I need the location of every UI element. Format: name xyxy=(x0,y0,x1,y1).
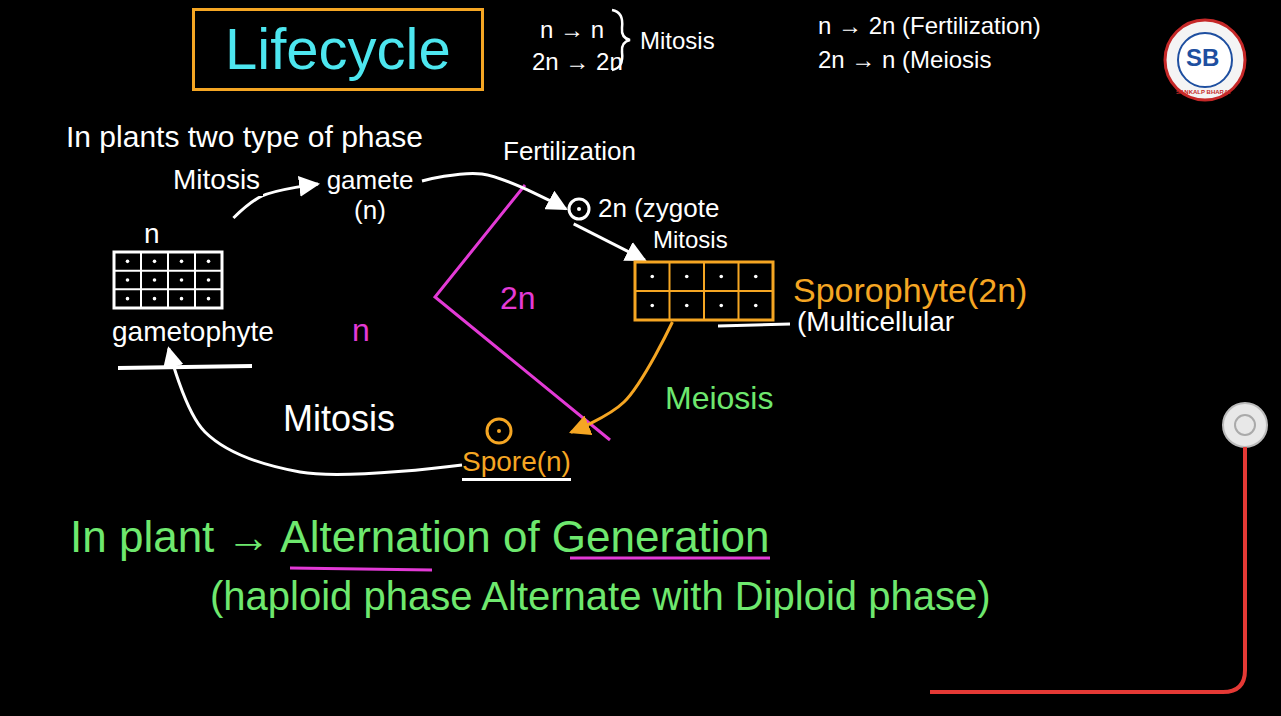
node-text: n xyxy=(144,218,160,250)
grid-line xyxy=(140,252,142,308)
cell-nucleus xyxy=(126,260,130,264)
cell-grid xyxy=(112,250,224,310)
cell-nucleus xyxy=(207,297,211,301)
cell-nucleus xyxy=(719,275,723,279)
node-text: gamete (n) xyxy=(318,166,422,226)
gamete-node: gamete (n) xyxy=(318,166,422,226)
cell-nucleus xyxy=(754,304,758,308)
cell-nucleus xyxy=(153,297,157,301)
cycle-arrow xyxy=(169,348,462,474)
cell-circle xyxy=(566,196,592,222)
logo-circle xyxy=(1165,20,1245,100)
cycle-arrow xyxy=(574,224,645,260)
cell-nucleus xyxy=(180,278,184,282)
cable-plug-ring xyxy=(1235,415,1255,435)
phase-label: n xyxy=(352,312,370,349)
annotation: (Multicellular xyxy=(797,306,954,338)
summary-text: In plant → Alternation of Generation xyxy=(70,512,770,562)
spore-node: Spore(n) xyxy=(462,416,571,481)
cell-nucleus xyxy=(685,304,689,308)
grid-line xyxy=(194,252,196,308)
cell-nucleus xyxy=(126,278,130,282)
note: 2n → n (Meiosis xyxy=(818,46,991,74)
cell-nucleus xyxy=(754,275,758,279)
note: n → 2n (Fertilization) xyxy=(818,12,1041,40)
grid-line xyxy=(167,252,169,308)
cable-plug xyxy=(1223,403,1267,447)
cell-nucleus xyxy=(207,278,211,282)
cell-outline xyxy=(569,199,589,219)
node-text: Sporophyte(2n) xyxy=(793,271,1027,310)
node-text: gametophyte xyxy=(112,316,274,348)
edge-label: Mitosis xyxy=(280,398,398,440)
cell-grid xyxy=(633,260,775,322)
cell-nucleus xyxy=(497,429,501,433)
note: 2n → 2n xyxy=(532,48,623,76)
edge-label: Fertilization xyxy=(500,136,639,167)
cell-nucleus xyxy=(153,260,157,264)
edge-label: Meiosis xyxy=(662,380,776,417)
edge-label: Mitosis xyxy=(170,164,263,196)
logo-ring-text: SANKALP BHARAT xyxy=(1176,89,1231,95)
underline xyxy=(118,366,252,368)
edge-label: Mitosis xyxy=(650,226,731,254)
cell-nucleus xyxy=(153,278,157,282)
note: Mitosis xyxy=(640,27,715,55)
cycle-arrow xyxy=(422,173,566,209)
title-box: Lifecycle xyxy=(192,8,484,91)
node-text: Spore(n) xyxy=(462,446,571,481)
node-text: 2n (zygote xyxy=(598,194,719,224)
grid-line xyxy=(114,270,222,272)
cell-nucleus xyxy=(685,275,689,279)
cell-circle xyxy=(484,416,514,446)
cell-nucleus xyxy=(126,297,130,301)
gametophyte-node: n gametophyte xyxy=(112,218,274,348)
grid-line xyxy=(635,290,773,292)
grid-outline xyxy=(114,252,222,308)
note: n → n xyxy=(540,16,604,44)
cell-nucleus xyxy=(577,207,581,211)
phase-divider xyxy=(435,185,610,440)
zygote-node: 2n (zygote xyxy=(566,194,719,224)
cell-nucleus xyxy=(650,304,654,308)
cell-outline xyxy=(487,419,511,443)
cycle-arrow xyxy=(571,322,673,432)
cell-nucleus xyxy=(180,297,184,301)
grid-line xyxy=(114,289,222,291)
cell-nucleus xyxy=(719,304,723,308)
grid-outline xyxy=(635,262,773,320)
red-cable xyxy=(930,447,1245,692)
sporophyte-node: Sporophyte(2n) xyxy=(633,260,1027,322)
heading-note: In plants two type of phase xyxy=(66,120,423,154)
logo-text: SB xyxy=(1186,44,1219,72)
underline xyxy=(290,568,432,570)
summary-text: (haploid phase Alternate with Diploid ph… xyxy=(210,574,991,619)
cell-nucleus xyxy=(180,260,184,264)
phase-label: 2n xyxy=(500,280,536,317)
logo-inner-circle xyxy=(1178,33,1232,87)
title: Lifecycle xyxy=(225,15,451,82)
cell-nucleus xyxy=(650,275,654,279)
cell-nucleus xyxy=(207,260,211,264)
leader-line xyxy=(718,324,790,326)
